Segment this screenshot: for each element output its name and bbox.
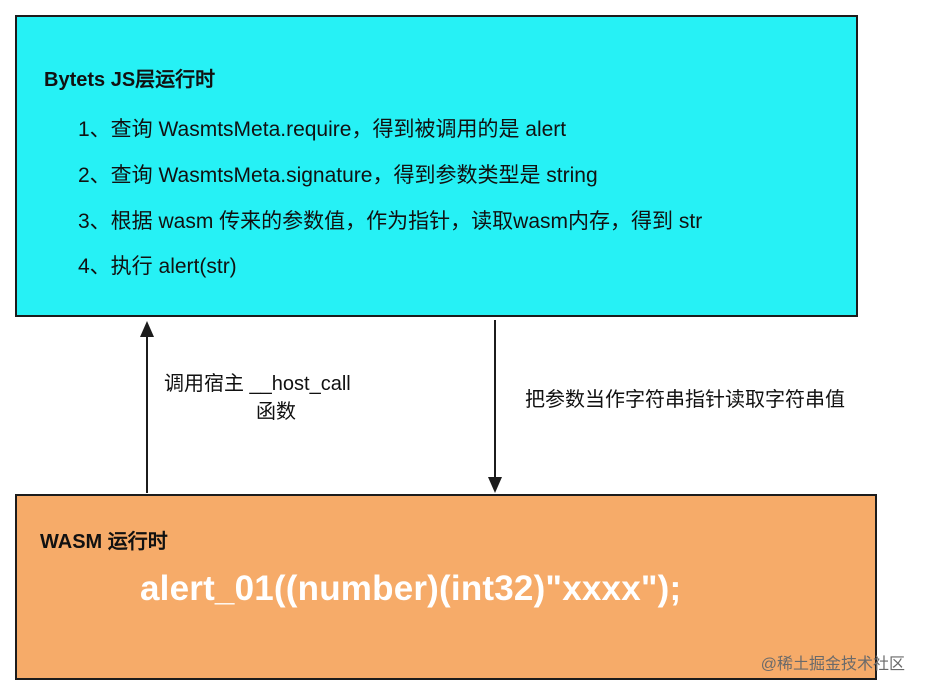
host-call-arrow [140, 321, 154, 493]
step-4: 4、执行 alert(str) [78, 255, 237, 278]
watermark: @稀土掘金技术社区 [760, 656, 905, 673]
step-2: 2、查询 WasmtsMeta.signature，得到参数类型是 string [78, 164, 598, 187]
wasm-runtime-box: WASM 运行时 alert_01((number)(int32)"xxxx")… [15, 494, 877, 680]
wasm-runtime-title: WASM 运行时 [40, 531, 168, 553]
host-call-label-line2: 函数 [256, 401, 296, 423]
wasm-call-code: alert_01((number)(int32)"xxxx"); [140, 569, 682, 608]
step-1: 1、查询 WasmtsMeta.require，得到被调用的是 alert [78, 118, 567, 141]
host-call-label: 调用宿主 __host_call 函数 [164, 370, 394, 426]
host-call-label-line1: 调用宿主 __host_call [164, 373, 351, 395]
step-3: 3、根据 wasm 传来的参数值，作为指针，读取wasm内存，得到 str [78, 210, 703, 233]
js-runtime-box: Bytets JS层运行时 1、查询 WasmtsMeta.require，得到… [15, 15, 858, 317]
js-runtime-title: Bytets JS层运行时 [44, 69, 216, 91]
read-string-arrow [488, 320, 502, 493]
read-string-label: 把参数当作字符串指针读取字符串值 [525, 389, 845, 411]
js-runtime-steps: 1、查询 WasmtsMeta.require，得到被调用的是 alert 2、… [78, 119, 702, 302]
